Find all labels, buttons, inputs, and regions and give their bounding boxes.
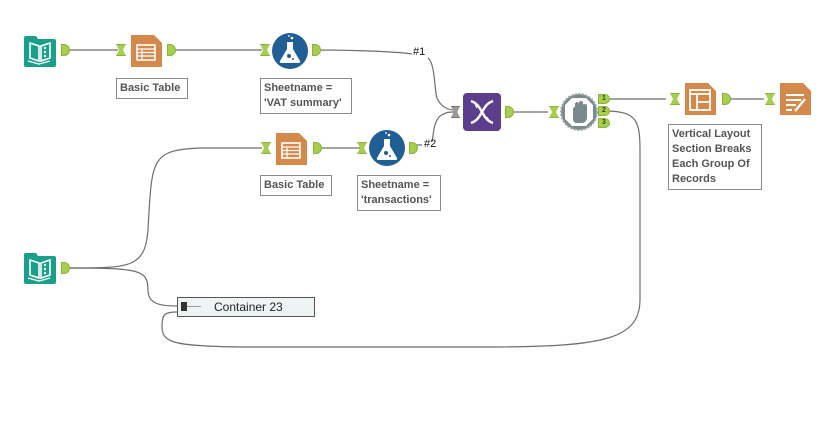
block-until-done-output-2[interactable]: 2 xyxy=(598,106,610,116)
basic-table-tool-2[interactable] xyxy=(273,131,309,167)
basic-table-1-output-anchor[interactable] xyxy=(167,44,176,56)
connection-block-loop[interactable] xyxy=(161,110,641,348)
union-tool[interactable] xyxy=(463,93,501,131)
container-toggle[interactable] xyxy=(181,302,201,311)
dna-icon xyxy=(463,93,501,131)
union-output-anchor[interactable] xyxy=(505,106,514,118)
input-2-output-anchor[interactable] xyxy=(61,262,70,274)
book-icon xyxy=(24,36,56,67)
tool-container[interactable]: Container 23 xyxy=(177,297,315,317)
render-icon xyxy=(780,83,811,115)
connection-label-1: #1 xyxy=(413,46,426,58)
formula-2-annotation: Sheetname = 'transactions' xyxy=(357,175,441,211)
layout-output-anchor[interactable] xyxy=(722,93,731,105)
flask-icon xyxy=(369,130,405,166)
table-icon xyxy=(276,133,307,165)
basic-table-2-output-anchor[interactable] xyxy=(313,142,322,154)
hand-stop-icon xyxy=(560,93,598,131)
formula-1-annotation: Sheetname = 'VAT summary' xyxy=(260,78,352,114)
layout-annotation: Vertical Layout Section Breaks Each Grou… xyxy=(668,124,762,190)
basic-table-1-annotation: Basic Table xyxy=(116,78,188,99)
book-icon xyxy=(24,253,56,284)
render-tool[interactable] xyxy=(777,81,813,117)
connection-input2-container[interactable] xyxy=(69,267,178,307)
input-data-tool-2[interactable] xyxy=(22,250,58,286)
connection-input2-table2[interactable] xyxy=(69,147,262,269)
formula-tool-2[interactable] xyxy=(368,129,405,166)
formula-2-output-anchor[interactable] xyxy=(409,142,418,154)
basic-table-2-annotation: Basic Table xyxy=(260,175,332,196)
block-until-done-output-1[interactable]: 1 xyxy=(598,94,610,104)
layout-tool[interactable] xyxy=(682,81,718,117)
input-data-tool-1[interactable] xyxy=(22,33,58,69)
block-until-done-output-3[interactable]: 3 xyxy=(598,118,610,128)
layout-icon xyxy=(685,83,716,115)
toggle-knob-icon xyxy=(181,302,187,311)
input-1-output-anchor[interactable] xyxy=(61,44,70,56)
connection-label-2: #2 xyxy=(424,138,437,150)
toggle-bar-icon xyxy=(187,306,201,307)
formula-1-output-anchor[interactable] xyxy=(312,44,321,56)
basic-table-tool-1[interactable] xyxy=(128,33,164,69)
table-icon xyxy=(131,35,162,67)
formula-tool-1[interactable] xyxy=(271,32,308,69)
container-name: Container 23 xyxy=(214,300,283,314)
flask-icon xyxy=(272,33,308,69)
connection-formula1-union[interactable] xyxy=(315,49,455,111)
block-until-done-tool[interactable] xyxy=(560,93,598,131)
